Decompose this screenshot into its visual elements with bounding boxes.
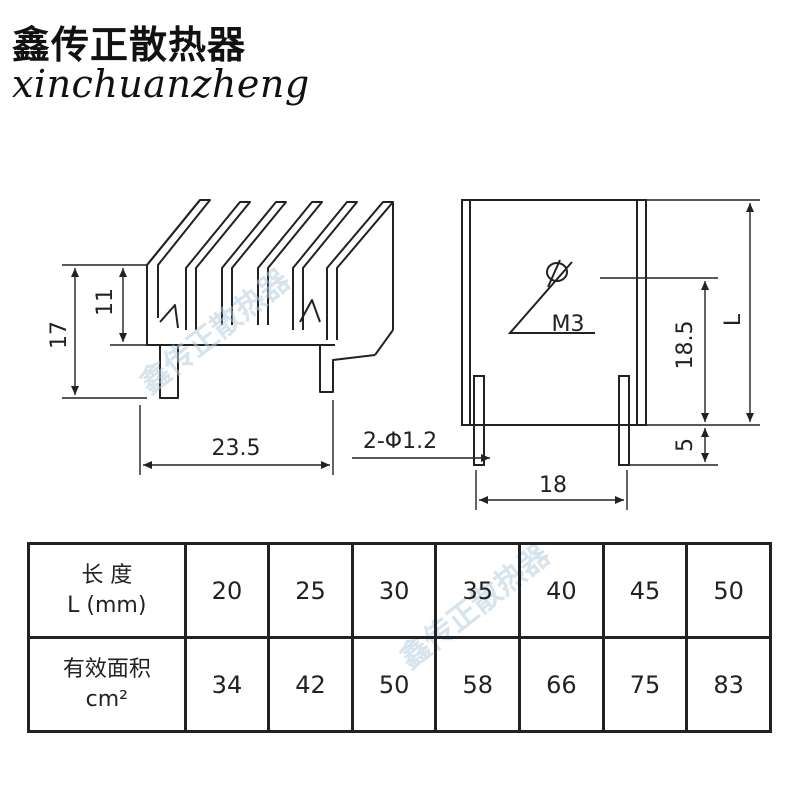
length-cell: 30	[350, 542, 438, 639]
dim-pin-spacing: 18	[539, 473, 567, 498]
heatsink-base	[146, 299, 376, 399]
area-cell: 34	[183, 636, 271, 733]
length-cell: 50	[685, 542, 772, 639]
row-header-length-unit: L (mm)	[67, 592, 147, 618]
area-cell: 50	[350, 636, 438, 733]
dim-pin-length: 5	[673, 438, 698, 452]
dim-length: L	[721, 313, 746, 326]
length-cell: 45	[601, 542, 689, 639]
area-cell: 58	[434, 636, 522, 733]
row-header-area: 有效面积 cm²	[27, 636, 187, 733]
mounting-hole	[546, 262, 568, 282]
dim-width: 23.5	[212, 436, 261, 461]
area-cell: 66	[518, 636, 605, 733]
area-cell: 42	[267, 636, 354, 733]
area-cell: 75	[601, 636, 689, 733]
pin-left	[473, 375, 485, 466]
row-header-area-title: 有效面积	[62, 656, 151, 682]
hole-label: M3	[552, 312, 585, 337]
dim-inner-height: 11	[93, 288, 118, 316]
row-header-area-unit: cm²	[85, 686, 128, 712]
row-header-length-title: 长 度	[81, 562, 133, 588]
length-cell: 20	[183, 542, 271, 639]
dim-hole-height: 18.5	[673, 321, 698, 370]
pin-callout-label: 2-Φ1.2	[363, 429, 437, 454]
front-view-heatsink	[146, 199, 394, 399]
heatsink-fins	[146, 199, 394, 340]
table-row-length: 长 度 L (mm) 20 25 30 35 40 45 50	[27, 542, 772, 639]
front-view-dimensions	[62, 264, 334, 475]
dim-total-height: 17	[47, 321, 72, 349]
table-row-area: 有效面积 cm² 34 42 50 58 66 75 83	[27, 636, 772, 733]
side-view-heatsink	[461, 199, 647, 466]
brand-pinyin-name: xinchuanzheng	[12, 62, 310, 106]
length-cell: 40	[518, 542, 605, 639]
brand-chinese-name: 鑫传正散热器	[12, 23, 247, 67]
side-view-dimensions	[475, 199, 760, 510]
area-cell: 83	[685, 636, 772, 733]
length-cell: 35	[434, 542, 522, 639]
pin-right	[618, 375, 630, 466]
spec-table: 长 度 L (mm) 20 25 30 35 40 45 50 有效面积 cm²…	[27, 542, 772, 733]
length-cell: 25	[267, 542, 354, 639]
row-header-length: 长 度 L (mm)	[27, 542, 187, 639]
